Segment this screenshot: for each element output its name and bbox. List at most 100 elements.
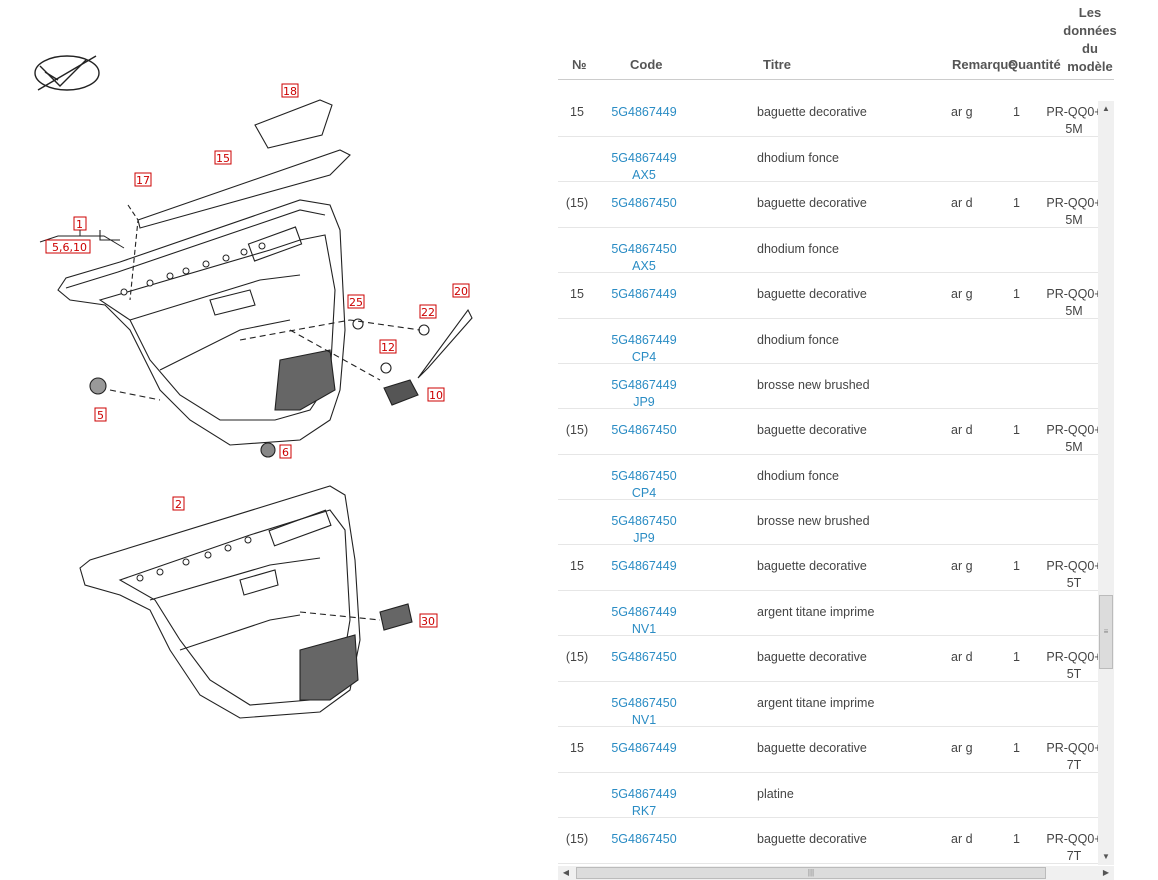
- table-row[interactable]: 5G4867450 NV1 argent titane imprime: [558, 681, 1098, 727]
- cell-model-data: PR-QQ0+5M: [1046, 105, 1098, 136]
- header-code[interactable]: Code: [630, 57, 663, 72]
- cell-code[interactable]: 5G4867450: [611, 423, 677, 437]
- callout-10[interactable]: 10: [427, 387, 445, 402]
- cell-code[interactable]: 5G4867449: [611, 559, 677, 573]
- callout-label: 12: [381, 341, 395, 354]
- door-panel-lower: [79, 485, 413, 719]
- cell-title: dhodium fonce: [757, 469, 840, 483]
- cell-model-data: PR-QQ0+5T: [1046, 559, 1098, 590]
- cell-code[interactable]: 5G4867450: [611, 650, 677, 664]
- door-panel-upper: [57, 199, 346, 446]
- header-quantity[interactable]: Quantité: [1008, 57, 1061, 72]
- cell-code[interactable]: 5G4867450 NV1: [611, 696, 677, 727]
- header-title[interactable]: Titre: [763, 57, 791, 72]
- vertical-scrollbar[interactable]: ▲ ≡ ▼: [1098, 101, 1114, 865]
- cell-code[interactable]: 5G4867450 CP4: [611, 469, 677, 500]
- cell-code[interactable]: 5G4867449 AX5: [611, 151, 677, 182]
- callout-1[interactable]: 1: [73, 216, 87, 231]
- cell-model-data: PR-QQ0+7T: [1046, 741, 1098, 772]
- callout-label: 10: [429, 389, 443, 402]
- cell-remark: ar d: [951, 650, 973, 664]
- cell-code[interactable]: 5G4867449: [611, 287, 677, 301]
- header-remark[interactable]: Remarque: [952, 57, 1016, 72]
- cell-title: baguette decorative: [757, 196, 867, 210]
- cell-quantity: 1: [1013, 559, 1020, 573]
- cell-remark: ar d: [951, 423, 973, 437]
- cell-code[interactable]: 5G4867450: [611, 196, 677, 210]
- table-row[interactable]: 5G4867449 JP9 brosse new brushed: [558, 363, 1098, 409]
- scroll-right-icon[interactable]: ▶: [1102, 868, 1110, 877]
- scroll-up-icon[interactable]: ▲: [1102, 104, 1110, 113]
- cell-number: (15): [565, 423, 589, 437]
- cell-code[interactable]: 5G4867449 NV1: [611, 605, 677, 636]
- callout-label: 5: [97, 409, 104, 422]
- cell-number: (15): [565, 196, 589, 210]
- cell-quantity: 1: [1013, 287, 1020, 301]
- table-row[interactable]: 5G4867450 CP4 dhodium fonce: [558, 454, 1098, 500]
- mounting-dots: [120, 242, 266, 296]
- callout-20[interactable]: 20: [452, 283, 470, 298]
- cell-remark: ar g: [951, 105, 973, 119]
- horizontal-scrollbar[interactable]: ◀ ||| ▶: [558, 866, 1114, 880]
- cell-model-data: PR-QQ0+5T: [1046, 650, 1098, 681]
- cell-remark: ar g: [951, 741, 973, 755]
- scroll-down-icon[interactable]: ▼: [1102, 852, 1110, 861]
- cell-title: argent titane imprime: [757, 696, 875, 710]
- callout-17[interactable]: 17: [134, 172, 152, 187]
- cell-code[interactable]: 5G4867449 RK7: [611, 787, 677, 818]
- upper-trim-parts: [89, 99, 473, 458]
- cell-title: baguette decorative: [757, 650, 867, 664]
- callout-18[interactable]: 18: [281, 83, 299, 98]
- cell-code[interactable]: 5G4867450: [611, 832, 677, 846]
- callout-6[interactable]: 6: [279, 444, 292, 459]
- callout-2[interactable]: 2: [172, 496, 185, 511]
- callout-22[interactable]: 22: [419, 304, 437, 319]
- cell-code[interactable]: 5G4867450 JP9: [611, 514, 677, 545]
- cell-code[interactable]: 5G4867449: [611, 105, 677, 119]
- callout-15[interactable]: 15: [214, 150, 232, 165]
- cell-code[interactable]: 5G4867450 AX5: [611, 242, 677, 273]
- checkmark-logo-icon: [34, 55, 100, 91]
- parts-table: № Code Titre Remarque Quantité Les donné…: [558, 0, 1117, 880]
- callout-25[interactable]: 25: [347, 294, 365, 309]
- cell-model-data: PR-QQ0+5M: [1046, 423, 1098, 454]
- callout-label: 18: [283, 85, 297, 98]
- cell-number: (15): [565, 650, 589, 664]
- cell-title: brosse new brushed: [757, 378, 870, 392]
- header-model-data[interactable]: Les données du modèle: [1063, 5, 1117, 74]
- cell-quantity: 1: [1013, 423, 1020, 437]
- cell-title: dhodium fonce: [757, 333, 840, 347]
- callout-5-6-10[interactable]: 5,6,10: [45, 239, 91, 254]
- callout-12[interactable]: 12: [379, 339, 397, 354]
- cell-quantity: 1: [1013, 650, 1020, 664]
- scrollbar-thumb[interactable]: ≡: [1099, 595, 1113, 669]
- cell-model-data: PR-QQ0+7T: [1046, 832, 1098, 863]
- scrollbar-thumb[interactable]: |||: [576, 867, 1046, 879]
- parts-diagram: 18 15 17 1 5,6,10 25 22 20 12 10 5 6 2 3…: [34, 55, 473, 719]
- table-row[interactable]: 5G4867449 CP4 dhodium fonce: [558, 318, 1098, 364]
- scroll-left-icon[interactable]: ◀: [562, 868, 570, 877]
- cell-title: baguette decorative: [757, 741, 867, 755]
- callout-5[interactable]: 5: [94, 407, 107, 422]
- header-number[interactable]: №: [572, 57, 587, 72]
- cell-code[interactable]: 5G4867449 JP9: [611, 378, 677, 409]
- callout-label: 25: [349, 296, 363, 309]
- cell-code[interactable]: 5G4867449 CP4: [611, 333, 677, 364]
- cell-code[interactable]: 5G4867449: [611, 741, 677, 755]
- table-row[interactable]: (15) 5G4867450 baguette decorative ar d 1 PR-…: [558, 635, 1098, 682]
- table-header: № Code Titre Remarque Quantité Les donné…: [558, 0, 1117, 80]
- callout-30[interactable]: 30: [419, 613, 438, 628]
